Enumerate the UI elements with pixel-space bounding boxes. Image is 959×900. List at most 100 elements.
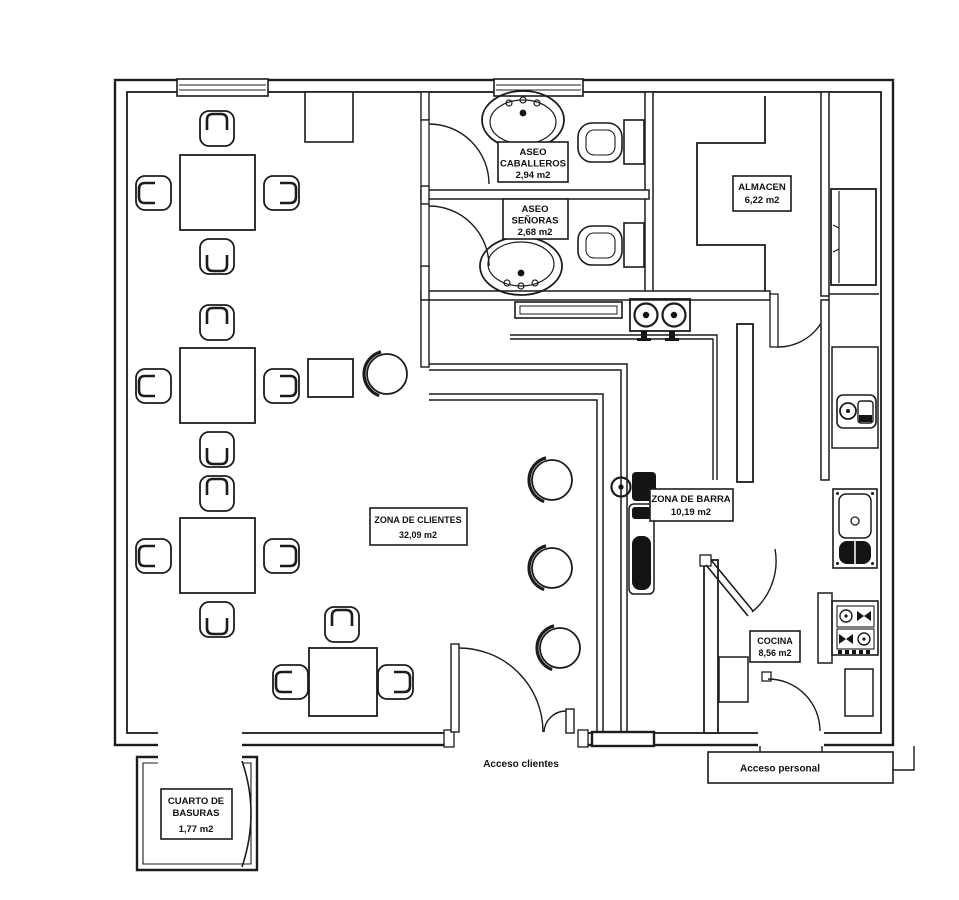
label-area: 32,09 m2 — [399, 530, 437, 540]
toilet-icon — [577, 222, 645, 268]
corridor-west-wall — [820, 299, 830, 481]
side-table — [307, 358, 354, 398]
dining-table — [308, 647, 378, 717]
door-arc — [751, 548, 777, 613]
window-icon — [176, 78, 269, 97]
fridge-icon — [830, 188, 877, 286]
restrooms: ASEO CABALLEROS 2,94 m2 ASEO SEÑORAS 2,6… — [420, 90, 771, 301]
toilet-icon — [577, 119, 645, 165]
restroom-west-wall — [420, 185, 430, 205]
trash-room-opening — [158, 729, 242, 748]
vestibule-jamb — [759, 746, 823, 752]
dining-zone: ZONA DE CLIENTES 32,09 m2 — [134, 109, 468, 717]
dining-table — [179, 347, 256, 424]
personal-entrance-opening — [758, 729, 824, 748]
kitchen-west-wall — [703, 559, 719, 734]
bar-counter — [429, 363, 628, 733]
door-arc — [767, 678, 821, 732]
chair-icon — [134, 174, 173, 212]
chair-icon — [271, 663, 310, 701]
chair-icon — [198, 600, 236, 639]
door-leaf — [420, 119, 430, 187]
door-leaf — [761, 671, 772, 682]
room-label-aseo-caballeros: ASEO CABALLEROS 2,94 m2 — [497, 141, 569, 183]
door-hinge — [699, 554, 712, 567]
entrance-label-clientes: Acceso clientes — [483, 759, 559, 770]
stool-icon — [527, 544, 574, 592]
kitchen-sink-icon — [832, 488, 878, 569]
room-label-aseo-senoras: ASEO SEÑORAS 2,68 m2 — [502, 198, 569, 240]
room-label-zona-de-clientes: ZONA DE CLIENTES 32,09 m2 — [369, 507, 468, 546]
label-area: 10,19 m2 — [671, 507, 711, 518]
vestibule-side-line — [893, 746, 915, 771]
chair-icon — [262, 367, 301, 405]
chair-icon — [198, 430, 236, 469]
door-leaf — [769, 293, 779, 348]
bottle-cooler-icon — [628, 503, 655, 595]
door-leaf — [705, 559, 754, 617]
door-leaf — [420, 203, 430, 267]
room-label-cocina: COCINA 8,56 m2 — [749, 630, 801, 663]
cabinet-icon — [844, 668, 874, 717]
chair-icon — [262, 174, 301, 212]
label-text: ZONA DE CLIENTES — [374, 515, 461, 525]
label-area: 6,22 m2 — [745, 195, 780, 206]
room-label-zona-de-barra: ZONA DE BARRA 10,19 m2 — [649, 488, 734, 522]
door-leaf — [565, 708, 575, 734]
trash-room: CUARTO DE BASURAS 1,77 m2 — [135, 755, 259, 872]
wall-column — [304, 91, 354, 143]
chair-icon — [262, 537, 301, 575]
corridor-wall-stub — [817, 592, 833, 664]
label-text: SEÑORAS — [512, 216, 559, 227]
restroom-south-wall — [420, 290, 771, 301]
label-text: COCINA — [757, 636, 793, 646]
customer-entrance-opening — [446, 729, 588, 748]
entrance-label-personal: Acceso personal — [740, 764, 820, 775]
stove-icon — [831, 600, 879, 656]
worktop-appliance-icon — [836, 394, 877, 429]
stool-icon — [535, 624, 582, 672]
storage-alcove-wall — [696, 96, 766, 291]
label-text: ALMACEN — [738, 182, 786, 193]
stool-icon — [527, 456, 574, 504]
kitchen: COCINA 8,56 m2 — [699, 548, 821, 734]
stool-icon — [362, 350, 409, 398]
chair-icon — [198, 237, 236, 276]
label-area: 2,94 m2 — [516, 170, 551, 181]
chair-icon — [323, 605, 361, 644]
bar-zone: ZONA DE BARRA 10,19 m2 — [420, 298, 754, 733]
chair-icon — [198, 109, 236, 148]
chair-icon — [376, 663, 415, 701]
label-area: 1,77 m2 — [179, 824, 214, 835]
vestibule — [707, 751, 894, 784]
door-post — [577, 729, 589, 748]
door-arc — [428, 205, 490, 267]
room-label-cuarto-de-basuras: CUARTO DE BASURAS 1,77 m2 — [160, 788, 233, 840]
almacen-east-wall — [820, 91, 830, 297]
label-area: 2,68 m2 — [518, 227, 553, 238]
chair-icon — [198, 303, 236, 342]
door-leaf — [450, 643, 460, 733]
room-label-almacen: ALMACEN 6,22 m2 — [732, 175, 792, 212]
worktop — [831, 346, 879, 449]
dining-table — [179, 154, 256, 231]
restroom-west-wall — [420, 265, 430, 301]
almacen-room: ALMACEN 6,22 m2 — [696, 91, 879, 348]
label-text: ASEO — [522, 204, 549, 215]
washbasin-icon — [479, 236, 563, 296]
back-counter-edge — [510, 334, 718, 480]
bar-threshold — [590, 730, 656, 748]
door-arc — [543, 710, 567, 733]
cabinet-icon — [718, 656, 749, 703]
dining-table — [179, 517, 256, 594]
label-text: CUARTO DE — [168, 796, 224, 807]
kitchen-corridor — [817, 299, 879, 717]
door-arc — [428, 123, 490, 185]
door-post — [443, 729, 455, 748]
bar-east-wall-stub — [736, 323, 754, 483]
label-area: 8,56 m2 — [758, 648, 791, 658]
label-text: ZONA DE BARRA — [651, 494, 730, 505]
door-arc — [458, 647, 544, 733]
